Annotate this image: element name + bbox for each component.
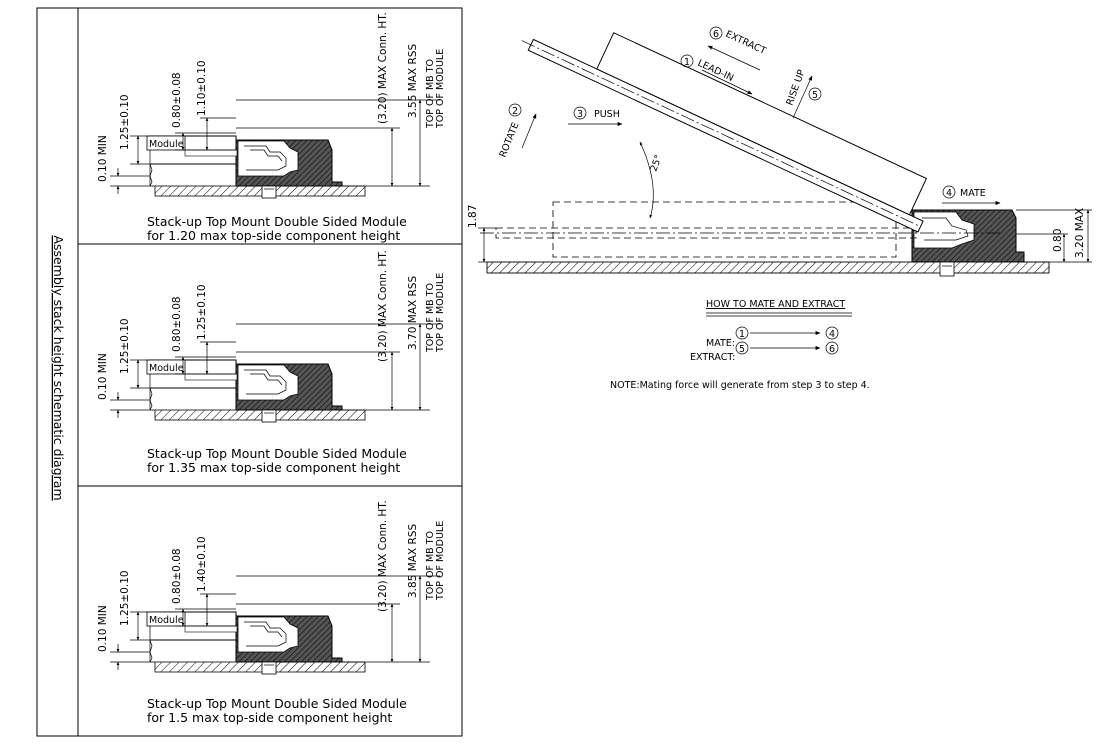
dim-b: 0.80±0.08: [171, 296, 183, 352]
top-of-module: TOP OF MODULE: [435, 521, 446, 601]
dim-c: 1.25±0.10: [196, 284, 208, 340]
mating-legend: HOW TO MATE AND EXTRACT MATE: EXTRACT: 1…: [610, 299, 870, 391]
step-2-label: ROTATE: [498, 121, 522, 159]
stackup-panel-3: Module 0.10 MIN 1.25±0.10 0.80±0.08 1.40…: [97, 500, 446, 725]
dim-a: 1.25±0.10: [119, 570, 131, 626]
dim-min: 0.10 MIN: [97, 353, 109, 400]
legend-extract: EXTRACT:: [690, 352, 735, 363]
caption-line-1: Stack-up Top Mount Double Sided Module: [147, 446, 407, 461]
caption-line-2: for 1.35 max top-side component height: [147, 460, 400, 475]
tilted-module: [521, 32, 928, 233]
legend-from-mate: 1: [739, 329, 745, 340]
rss-dim: 3.70 MAX RSS: [407, 276, 419, 350]
step-3-label: PUSH: [594, 109, 620, 120]
mating-diagram: 25° 6 EXTRACT 1 LEAD-IN RISE UP 5 2 ROTA…: [467, 26, 1092, 277]
angle-label: 25°: [648, 153, 664, 173]
step-3-num: 3: [577, 109, 583, 120]
legend-to-mate: 4: [829, 329, 835, 340]
dim-b: 0.80±0.08: [171, 548, 183, 604]
dim-1-87: 1.87: [467, 205, 479, 228]
step-5-label: RISE UP: [784, 68, 807, 107]
dim-min: 0.10 MIN: [97, 135, 109, 182]
step-2-num: 2: [512, 106, 518, 117]
top-of-mb: TOP OF MB TO: [425, 283, 436, 353]
legend-from-extract: 5: [739, 344, 745, 355]
step-4-num: 4: [946, 188, 952, 199]
top-of-module: TOP OF MODULE: [435, 49, 446, 129]
step-5-num: 5: [812, 90, 818, 101]
step-4-label: MATE: [960, 188, 986, 199]
left-frame: [36, 7, 463, 737]
stackup-panel-1: Module 0.10 MIN 1.25±0.10 0.80±0.08 1.10…: [97, 12, 446, 243]
caption-line-1: Stack-up Top Mount Double Sided Module: [147, 696, 407, 711]
module-label: Module: [149, 363, 184, 374]
caption-line-2: for 1.20 max top-side component height: [147, 228, 400, 243]
conn-ht: (3.20) MAX Conn. HT.: [377, 250, 389, 362]
dim-a: 1.25±0.10: [119, 94, 131, 150]
step-1-num: 1: [684, 57, 690, 68]
rss-dim: 3.85 MAX RSS: [407, 524, 419, 598]
module-label: Module: [149, 615, 184, 626]
motherboard: [486, 261, 1050, 274]
mated-module-outline: [552, 201, 897, 258]
legend-mate: MATE:: [706, 338, 735, 349]
caption-line-2: for 1.5 max top-side component height: [147, 710, 392, 725]
conn-ht: (3.20) MAX Conn. HT.: [377, 500, 389, 612]
dim-0-80: 0.80: [1052, 229, 1064, 252]
rss-dim: 3.55 MAX RSS: [407, 44, 419, 118]
module-label: Module: [149, 139, 184, 150]
dim-c: 1.10±0.10: [196, 60, 208, 116]
dim-a: 1.25±0.10: [119, 318, 131, 374]
step-6-num: 6: [713, 29, 719, 40]
step-6-label: EXTRACT: [724, 29, 768, 57]
stackup-panel-2: Module 0.10 MIN 1.25±0.10 0.80±0.08 1.25…: [97, 250, 446, 475]
top-of-mb: TOP OF MB TO: [425, 531, 436, 601]
mating-note: NOTE:Mating force will generate from ste…: [610, 380, 870, 391]
side-title: Assembly stack height schematic diagram: [51, 235, 66, 500]
dim-c: 1.40±0.10: [196, 536, 208, 592]
legend-to-extract: 6: [829, 344, 835, 355]
legend-title: HOW TO MATE AND EXTRACT: [706, 299, 845, 310]
top-of-mb: TOP OF MB TO: [425, 59, 436, 129]
caption-line-1: Stack-up Top Mount Double Sided Module: [147, 214, 407, 229]
dim-min: 0.10 MIN: [97, 605, 109, 652]
top-of-module: TOP OF MODULE: [435, 273, 446, 353]
dim-3-20-max: 3.20 MAX: [1074, 208, 1086, 258]
conn-ht: (3.20) MAX Conn. HT.: [377, 12, 389, 124]
dim-b: 0.80±0.08: [171, 72, 183, 128]
